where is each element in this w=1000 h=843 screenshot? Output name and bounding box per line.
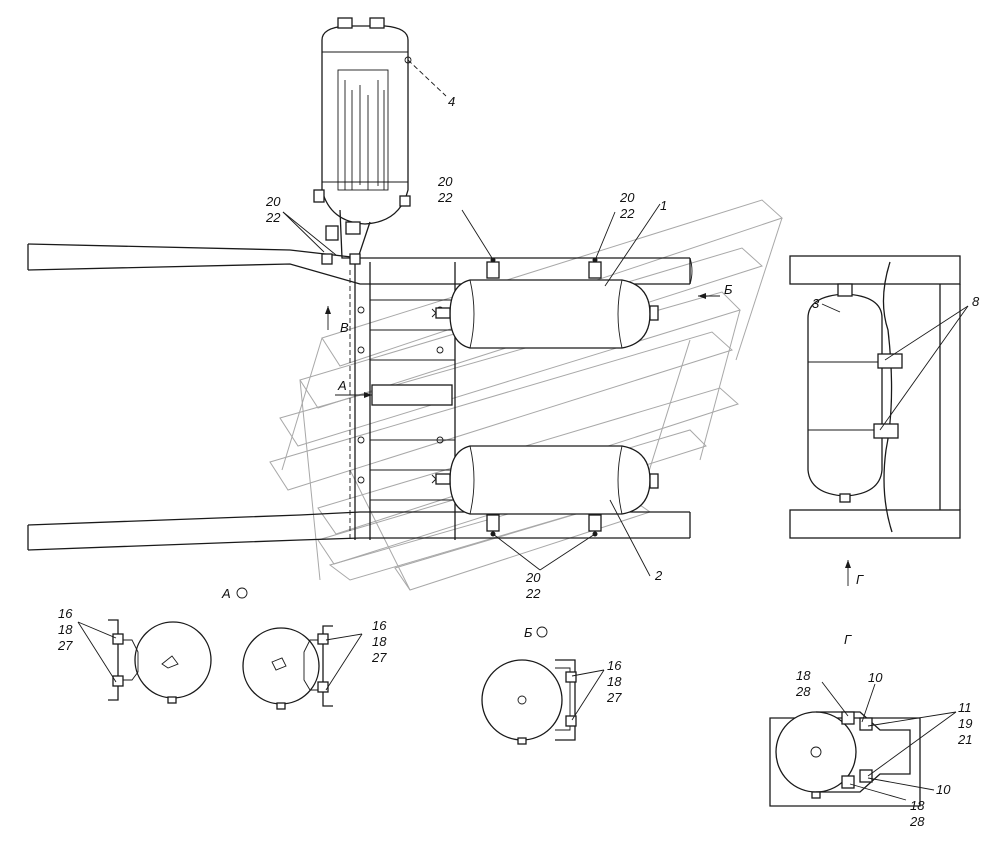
label-20-c: 20 — [619, 190, 635, 205]
label-a2-27: 27 — [371, 650, 387, 665]
unit-4 — [313, 17, 412, 265]
label-b-18: 18 — [607, 674, 622, 689]
label-g-18-top: 18 — [796, 668, 811, 683]
label-part-1: 1 — [660, 198, 667, 213]
label-22-d: 22 — [525, 586, 541, 601]
side-view — [789, 255, 961, 539]
label-g-28-top: 28 — [795, 684, 811, 699]
label-g-10-top: 10 — [868, 670, 883, 685]
label-20-d: 20 — [525, 570, 541, 585]
section-title-b: Б — [524, 625, 533, 640]
label-g-18-bottom: 18 — [910, 798, 925, 813]
cross-member — [349, 260, 456, 540]
section-title-g: Г — [844, 632, 852, 647]
section-g — [769, 711, 921, 807]
label-part-4: 4 — [448, 94, 455, 109]
receiver-1 — [431, 257, 659, 349]
label-b-27: 27 — [606, 690, 622, 705]
leader-4 — [407, 59, 447, 97]
label-b-16: 16 — [607, 658, 622, 673]
part-labels: 4 1 2 3 8 20 22 20 22 20 22 20 22 Б В А … — [57, 94, 980, 829]
section-b — [481, 659, 577, 745]
label-g-11: 11 — [958, 700, 972, 715]
arrow-label-b: Б — [724, 282, 733, 297]
label-g-28-bottom: 28 — [909, 814, 925, 829]
leader-lines — [77, 203, 969, 801]
section-marker-b — [536, 626, 548, 638]
label-part-8: 8 — [972, 294, 980, 309]
section-a-right — [242, 625, 333, 710]
receiver-2 — [431, 445, 659, 537]
label-a2-18: 18 — [372, 634, 387, 649]
label-part-3: 3 — [812, 296, 820, 311]
label-20-b: 20 — [437, 174, 453, 189]
label-22-b: 22 — [437, 190, 453, 205]
section-a-left — [108, 619, 212, 704]
label-22-a: 22 — [265, 210, 281, 225]
label-part-2: 2 — [654, 568, 663, 583]
label-a1-16: 16 — [58, 606, 73, 621]
label-g-19: 19 — [958, 716, 972, 731]
arrow-label-v: В — [340, 320, 349, 335]
label-a1-27: 27 — [57, 638, 73, 653]
label-a2-16: 16 — [372, 618, 387, 633]
label-g-21: 21 — [957, 732, 972, 747]
section-title-a: А — [221, 586, 231, 601]
label-22-c: 22 — [619, 206, 635, 221]
arrow-label-a: А — [337, 378, 347, 393]
direction-arrows — [325, 293, 851, 586]
label-20-a: 20 — [265, 194, 281, 209]
label-g-10-bottom: 10 — [936, 782, 951, 797]
arrow-label-g: Г — [856, 572, 864, 587]
label-a1-18: 18 — [58, 622, 73, 637]
section-marker-a — [236, 587, 248, 599]
